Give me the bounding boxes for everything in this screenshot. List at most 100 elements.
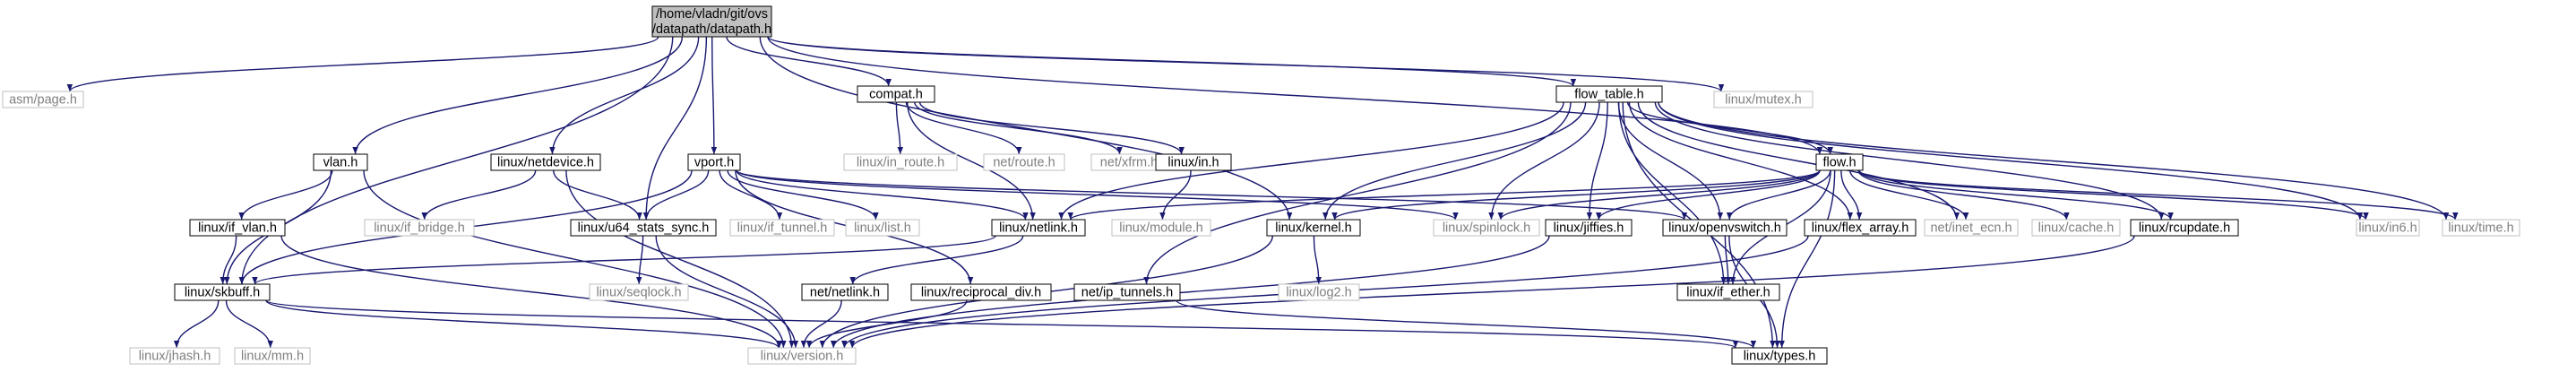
node-linux-if-tunnel[interactable]: linux/if_tunnel.h — [729, 219, 835, 237]
node-linux-netlink[interactable]: linux/netlink.h — [991, 219, 1086, 237]
edge-flow-to-linux_kernel — [1331, 169, 1821, 221]
edge-linux_openvswitch-to-linux_if_ether — [1724, 235, 1732, 285]
node-linux-skbuff[interactable]: linux/skbuff.h — [174, 283, 271, 301]
root-node-datapath-h[interactable]: /home/vladn/git/ovs /datapath/datapath.h — [651, 5, 772, 38]
node-linux-cache[interactable]: linux/cache.h — [2031, 219, 2121, 237]
node-linux-jiffies[interactable]: linux/jiffies.h — [1545, 219, 1633, 237]
edge-vlan-to-linux_if_vlan — [238, 169, 333, 221]
node-label: linux/module.h — [1119, 221, 1203, 236]
node-label: linux/in.h — [1167, 156, 1219, 170]
edge-flow_table-to-linux_flex_array — [1628, 101, 1853, 221]
node-linux-spinlock[interactable]: linux/spinlock.h — [1433, 219, 1540, 237]
edge-flow-to-linux_jiffies — [1596, 169, 1821, 221]
node-linux-list[interactable]: linux/list.h — [845, 219, 920, 237]
node-linux-reciprocal-div[interactable]: linux/reciprocal_div.h — [910, 283, 1052, 301]
node-linux-if-bridge[interactable]: linux/if_bridge.h — [364, 219, 475, 237]
node-label: linux/cache.h — [2038, 221, 2115, 236]
node-linux-kernel[interactable]: linux/kernel.h — [1266, 219, 1361, 237]
node-linux-mm[interactable]: linux/mm.h — [234, 347, 311, 365]
edge-flow-to-linux_time — [1858, 169, 2459, 221]
edge-flow-to-linux_flex_array — [1840, 169, 1863, 221]
node-label: linux/spinlock.h — [1443, 221, 1530, 236]
edge-linux_in-to-linux_module — [1159, 169, 1192, 221]
edge-root-to-linux_skbuff — [238, 36, 674, 285]
edge-flow_table-to-linux_openvswitch — [1617, 101, 1724, 221]
edge-layer — [66, 36, 2459, 349]
edge-flow_table-to-linux_in6 — [1658, 101, 2364, 221]
node-label: linux/mm.h — [241, 350, 304, 364]
node-linux-in[interactable]: linux/in.h — [1155, 153, 1232, 171]
edge-flow_table-to-linux_if_ether — [1617, 101, 1727, 285]
node-label: linux/reciprocal_div.h — [921, 286, 1041, 300]
edge-flow-to-linux_in6 — [1858, 169, 2369, 221]
node-label: linux/list.h — [854, 221, 911, 236]
edge-compat-to-net_route — [905, 101, 1022, 155]
edge-compat-to-linux_in_route — [895, 101, 903, 155]
edge-linux_netdevice-to-linux_if_bridge — [421, 169, 537, 221]
edge-flow-to-linux_netlink — [1067, 169, 1821, 221]
edge-linux_netdevice-to-linux_version — [565, 169, 795, 349]
node-label: linux/if_tunnel.h — [737, 221, 828, 236]
node-linux-if-vlan[interactable]: linux/if_vlan.h — [189, 219, 286, 237]
node-label: asm/page.h — [9, 93, 77, 108]
node-label: linux/log2.h — [1286, 286, 1351, 300]
node-linux-mutex[interactable]: linux/mutex.h — [1713, 91, 1814, 108]
edge-flow-to-linux_cache — [1857, 169, 2070, 221]
node-label: linux/mutex.h — [1725, 93, 1801, 108]
edge-root-to-vport — [711, 36, 718, 155]
node-label: vlan.h — [323, 156, 358, 170]
edge-vport-to-linux_netlink — [736, 169, 1029, 221]
node-linux-in-route[interactable]: linux/in_route.h — [843, 153, 958, 171]
node-linux-types[interactable]: linux/types.h — [1731, 347, 1828, 365]
node-label: linux/time.h — [2448, 221, 2513, 236]
node-label: linux/types.h — [1744, 350, 1816, 364]
node-net-ip-tunnels[interactable]: net/ip_tunnels.h — [1073, 283, 1181, 301]
node-linux-log2[interactable]: linux/log2.h — [1278, 283, 1360, 301]
edge-flow_table-to-net_inet_ecn — [1637, 101, 1960, 221]
edge-net_netlink-to-linux_version — [800, 299, 842, 349]
node-label: linux/openvswitch.h — [1668, 221, 1781, 236]
edge-vlan-to-linux_version — [363, 169, 787, 349]
node-flow-table[interactable]: flow_table.h — [1555, 85, 1663, 103]
edge-flow-to-linux_rcupdate — [1858, 169, 2174, 221]
node-net-inet-ecn[interactable]: net/inet_ecn.h — [1924, 219, 2019, 237]
edge-flow_table-to-linux_rcupdate — [1654, 101, 2165, 221]
node-linux-netdevice[interactable]: linux/netdevice.h — [490, 153, 601, 171]
node-linux-rcupdate[interactable]: linux/rcupdate.h — [2130, 219, 2239, 237]
node-vport[interactable]: vport.h — [687, 153, 741, 171]
node-linux-jhash[interactable]: linux/jhash.h — [129, 347, 220, 365]
edge-vport-to-linux_list — [727, 169, 879, 221]
node-net-xfrm[interactable]: net/xfrm.h — [1090, 153, 1167, 171]
edge-linux_u64_stats_sync-to-linux_version — [655, 235, 799, 349]
node-vlan[interactable]: vlan.h — [313, 153, 368, 171]
node-asm-page[interactable]: asm/page.h — [2, 91, 84, 108]
node-label: linux/jhash.h — [139, 350, 211, 364]
node-linux-if-ether[interactable]: linux/if_ether.h — [1676, 283, 1780, 301]
node-linux-seqlock[interactable]: linux/seqlock.h — [589, 283, 689, 301]
node-net-route[interactable]: net/route.h — [983, 153, 1065, 171]
edge-flow-to-linux_openvswitch — [1726, 169, 1831, 221]
edge-vport-to-linux_if_tunnel — [719, 169, 783, 221]
edge-flow_table-to-linux_netlink — [1058, 101, 1564, 221]
node-linux-flex-array[interactable]: linux/flex_array.h — [1804, 219, 1917, 237]
edge-flow-to-linux_spinlock — [1497, 169, 1821, 221]
node-label: net/ip_tunnels.h — [1081, 286, 1173, 300]
node-linux-module[interactable]: linux/module.h — [1111, 219, 1211, 237]
node-label: net/route.h — [993, 156, 1055, 170]
node-label: linux/in6.h — [2358, 221, 2417, 236]
node-net-netlink[interactable]: net/netlink.h — [801, 283, 889, 301]
edge-linux_skbuff-to-linux_version — [265, 299, 782, 349]
node-label: flow_table.h — [1574, 88, 1643, 102]
edge-root-to-linux_netdevice — [549, 36, 700, 155]
node-linux-time[interactable]: linux/time.h — [2442, 219, 2520, 237]
edge-root-to-linux_kernel — [759, 36, 1293, 221]
edge-net_ip_tunnels-to-linux_types — [1176, 299, 1756, 349]
node-linux-openvswitch[interactable]: linux/openvswitch.h — [1662, 219, 1788, 237]
node-compat[interactable]: compat.h — [857, 85, 935, 103]
edge-root-to-compat — [726, 36, 892, 87]
node-linux-u64-stats-sync[interactable]: linux/u64_stats_sync.h — [570, 219, 717, 237]
node-linux-version[interactable]: linux/version.h — [747, 347, 857, 365]
node-linux-in6[interactable]: linux/in6.h — [2356, 219, 2420, 237]
node-flow[interactable]: flow.h — [1815, 153, 1864, 171]
